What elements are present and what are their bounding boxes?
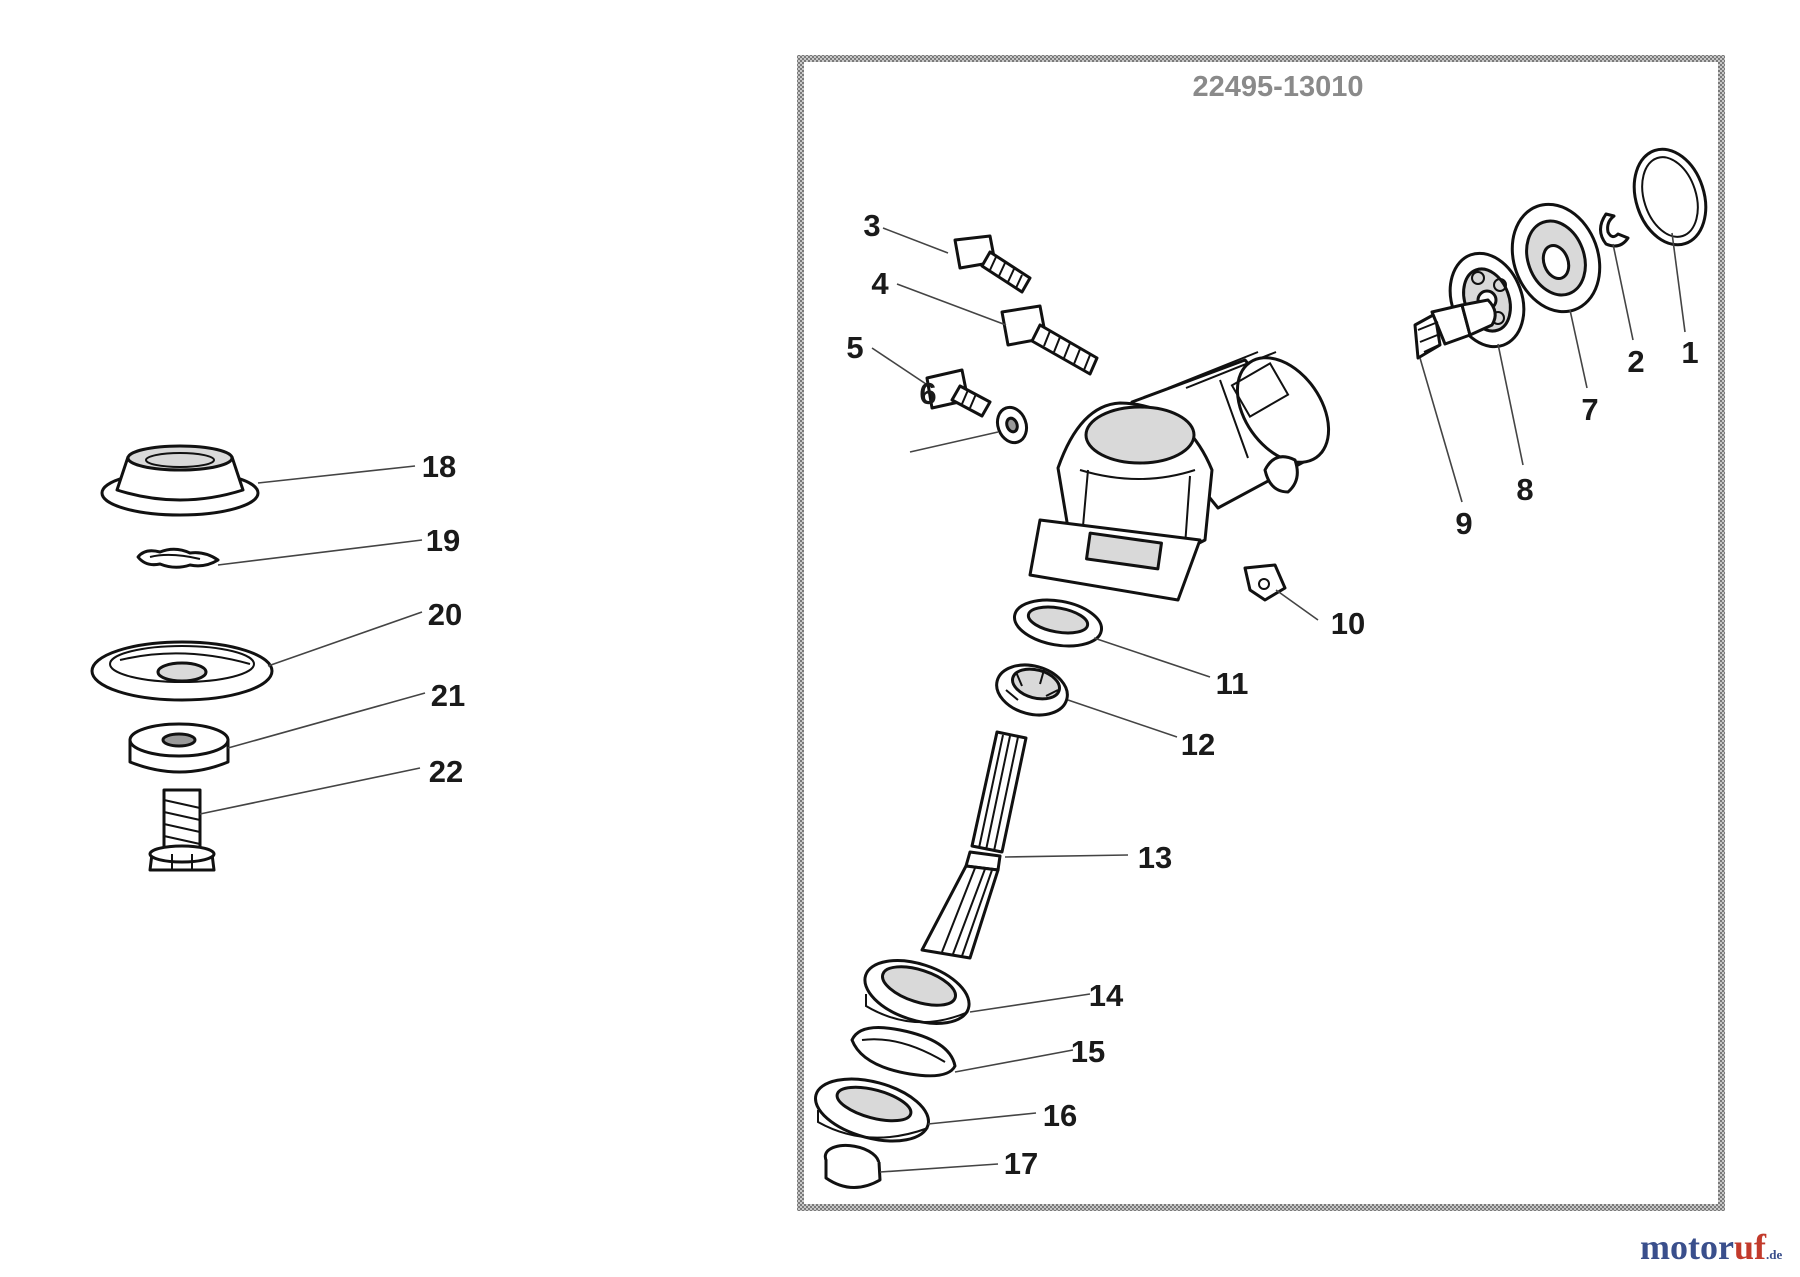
part-20-holder [90, 640, 274, 702]
callout-11: 11 [1216, 666, 1249, 701]
callout-14: 14 [1089, 978, 1124, 1013]
part-11-seal [1013, 598, 1103, 648]
callout-8: 8 [1516, 472, 1533, 507]
part-6-washer [995, 405, 1029, 445]
callout-10: 10 [1331, 606, 1365, 641]
part-21-nut [128, 722, 230, 774]
callout-16: 16 [1043, 1098, 1077, 1133]
gearbox-housing [1028, 351, 1331, 602]
callout-2: 2 [1627, 344, 1644, 379]
watermark-part2: uf [1733, 1227, 1766, 1267]
part-19-clip [136, 547, 220, 569]
part-9-pinion-gear [1413, 298, 1497, 360]
callout-1: 1 [1681, 335, 1698, 370]
part-22-bolt [148, 788, 216, 872]
callout-9: 9 [1455, 506, 1472, 541]
part-3-screw [953, 234, 1032, 294]
part-17-collar [823, 1143, 882, 1189]
callout-7: 7 [1581, 392, 1598, 427]
part-18-cover [100, 444, 260, 517]
part-10-plate [1243, 563, 1287, 602]
callout-3: 3 [863, 208, 880, 243]
part-2-clip [1599, 212, 1630, 248]
assembly-number: 22495-13010 [1193, 71, 1364, 103]
callout-numbers: 1 2 3 4 5 6 7 8 9 10 11 12 13 14 15 16 1… [422, 208, 1699, 1181]
callout-21: 21 [431, 678, 465, 713]
callout-17: 17 [1004, 1146, 1038, 1181]
part-16-oil-seal [814, 1077, 930, 1143]
part-15-snap-ring [850, 1026, 957, 1078]
part-13-output-shaft [920, 730, 1028, 960]
part-5-screw [925, 368, 992, 418]
callout-6: 6 [919, 376, 936, 411]
part-12-bevel-gear [995, 663, 1069, 717]
callout-18: 18 [422, 449, 456, 484]
callout-12: 12 [1181, 727, 1215, 762]
callout-4: 4 [871, 266, 889, 301]
callout-15: 15 [1071, 1034, 1105, 1069]
watermark-part1: motor [1640, 1227, 1734, 1267]
part-1-snap-ring [1632, 147, 1708, 247]
callout-5: 5 [846, 330, 863, 365]
part-14-bearing [863, 959, 971, 1025]
callout-19: 19 [426, 523, 460, 558]
part-7-bearing [1510, 202, 1602, 314]
leader-lines [199, 227, 1686, 1173]
callout-20: 20 [428, 597, 462, 632]
watermark-logo: motoruf.de [1640, 1226, 1782, 1268]
callout-22: 22 [429, 754, 463, 789]
part-4-screw [1000, 304, 1099, 376]
callout-13: 13 [1138, 840, 1172, 875]
watermark-suffix: .de [1765, 1247, 1783, 1262]
